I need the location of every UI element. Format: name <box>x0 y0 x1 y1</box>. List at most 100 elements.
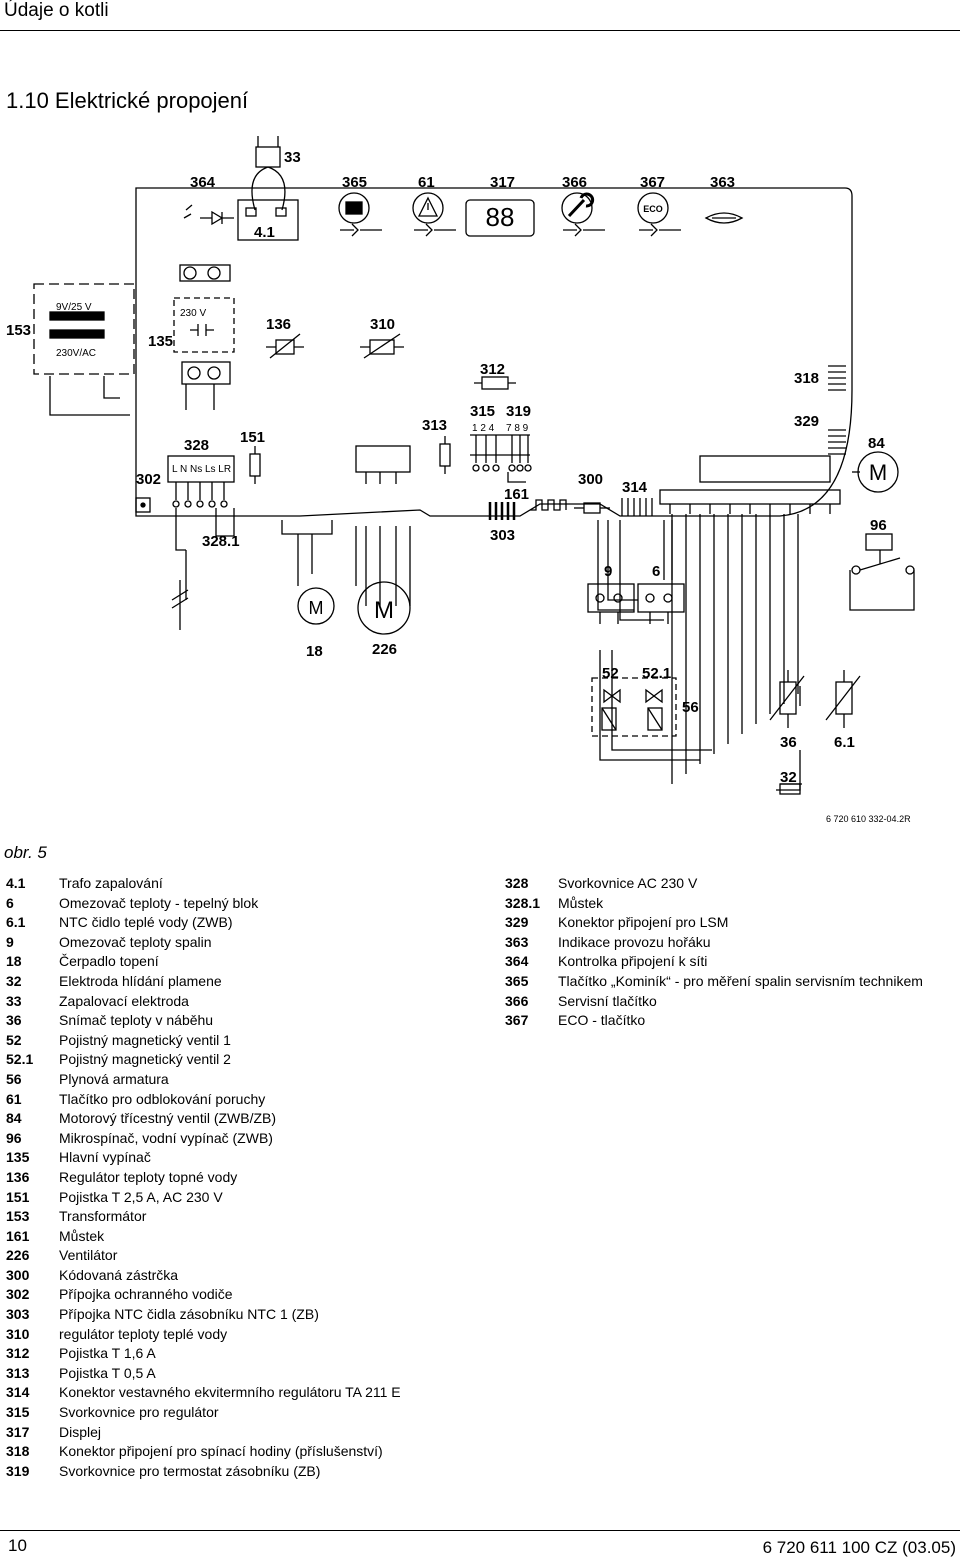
heat-block-limiter-6 <box>637 583 685 624</box>
legend-item: 33 Zapalovací elektroda <box>6 992 476 1012</box>
legend-item-text: Svorkovnice pro regulátor <box>59 1404 219 1421</box>
legend-item-number: 33 <box>6 992 22 1009</box>
legend-item-number: 56 <box>6 1070 22 1087</box>
flue-limiter-9 <box>587 583 635 624</box>
legend-item-text: Konektor připojení pro spínací hodiny (p… <box>59 1443 383 1460</box>
legend-item-number: 135 <box>6 1149 30 1166</box>
display-icon: 88 <box>465 199 535 237</box>
legend-item-text: Můstek <box>59 1227 105 1244</box>
svg-text:88: 88 <box>486 202 515 232</box>
legend-item-number: 366 <box>505 992 529 1009</box>
burner-indicator-icon <box>704 212 744 224</box>
legend-item-text: Regulátor teploty topné vody <box>59 1168 238 1185</box>
legend-item-text: Tlačítko pro odblokování poruchy <box>59 1090 266 1107</box>
fuse-313 <box>439 436 451 474</box>
service-button-icon <box>561 192 605 237</box>
main-connector-strip <box>659 455 841 514</box>
legend-item-text: Přípojka ochranného vodiče <box>59 1286 233 1303</box>
legend-item-number: 328 <box>505 875 529 891</box>
figure-label: obr. 5 <box>4 843 47 862</box>
earth-terminal-302 <box>135 497 151 513</box>
legend-item-text: Servisní tlačítko <box>558 992 657 1009</box>
lbl-56: 56 <box>682 699 699 716</box>
legend-item-text: NTC čidlo teplé vody (ZWB) <box>59 914 233 931</box>
fan-connector <box>355 445 411 484</box>
connector-318 <box>828 365 846 391</box>
lbl-52: 52 <box>602 665 619 682</box>
lbl-312: 312 <box>480 361 505 378</box>
drawing-code: 6 720 610 332-04.2R <box>826 814 911 824</box>
pump-motor-18: M <box>297 587 335 625</box>
legend-item-number: 136 <box>6 1168 30 1185</box>
eco-button-icon: ECO <box>637 192 681 237</box>
legend-item-number: 365 <box>505 972 529 989</box>
legend-item-text: Pojistka T 1,6 A <box>59 1345 156 1362</box>
legend-item-number: 302 <box>6 1286 30 1303</box>
ntc-connector-303 <box>488 499 567 520</box>
legend-item-number: 52 <box>6 1031 22 1048</box>
lbl-318: 318 <box>794 370 819 387</box>
legend-item-text: Tlačítko „Kominík“ - pro měření spalin s… <box>558 972 923 989</box>
lbl-313: 313 <box>422 417 447 434</box>
lbl-153: 153 <box>6 322 31 339</box>
legend-item-text: Pojistný magnetický ventil 1 <box>59 1031 231 1048</box>
lbl-363: 363 <box>710 174 735 191</box>
lbl-96: 96 <box>870 517 887 534</box>
legend-item-text: Indikace provozu hořáku <box>558 933 711 950</box>
legend-item-text: Pojistka T 2,5 A, AC 230 V <box>59 1188 223 1205</box>
legend-item-text: regulátor teploty teplé vody <box>59 1325 228 1342</box>
wiring-diagram: 88 ECO <box>6 136 915 795</box>
flow-sensor-36 <box>769 670 805 728</box>
pump-18-label: M <box>309 598 324 618</box>
page-header-title: Údaje o kotli <box>4 0 109 21</box>
legend-item-number: 367 <box>505 1012 529 1029</box>
lbl-6-1: 6.1 <box>834 734 855 751</box>
legend-item-number: 312 <box>6 1345 30 1362</box>
document-code: 6 720 611 100 CZ (03.05) <box>762 1538 956 1557</box>
lbl-328-terms: L N Ns Ls LR <box>172 464 231 475</box>
lbl-317: 317 <box>490 174 515 191</box>
legend-item-text: Hlavní vypínač <box>59 1149 151 1166</box>
lbl-6: 6 <box>652 563 660 580</box>
lbl-315-terms: 1 2 4 <box>472 423 495 434</box>
lbl-315: 315 <box>470 403 495 420</box>
legend-item-text: Snímač teploty v náběhu <box>59 1012 214 1029</box>
legend-item-number: 319 <box>6 1462 30 1479</box>
legend-item: 366 Servisní tlačítko <box>505 992 925 1012</box>
flame-electrode-32 <box>779 783 801 795</box>
mains-indicator-led-icon <box>183 204 234 226</box>
transformer-153 <box>33 283 135 416</box>
legend-item-text: Svorkovnice pro termostat zásobníku (ZB) <box>59 1462 321 1479</box>
legend-item-text: Trafo zapalování <box>59 875 163 891</box>
lbl-135: 135 <box>148 333 173 350</box>
motor-84-label: M <box>869 460 887 485</box>
lbl-33: 33 <box>284 149 301 166</box>
legend-item: 319 Svorkovnice pro termostat zásobníku (… <box>6 1462 476 1482</box>
lbl-319: 319 <box>506 403 531 420</box>
legend-item-number: 303 <box>6 1306 30 1323</box>
terminal-block-328 <box>167 455 235 508</box>
terminal-315-319 <box>470 434 532 483</box>
lbl-365: 365 <box>342 174 367 191</box>
legend-item-text: Pojistka T 0,5 A <box>59 1364 156 1381</box>
legend-item-text: Elektroda hlídání plamene <box>59 972 222 989</box>
legend-item-text: Omezovač teploty spalin <box>59 933 212 950</box>
page-number: 10 <box>8 1536 27 1555</box>
connector-314 <box>621 498 653 516</box>
fuse-312 <box>474 376 516 390</box>
lbl-226: 226 <box>372 641 397 658</box>
legend-item-text: Konektor připojení pro LSM <box>558 914 729 931</box>
legend-item-number: 317 <box>6 1423 30 1440</box>
legend-item: 136 Regulátor teploty topné vody <box>6 1168 476 1188</box>
legend-item-number: 6.1 <box>6 914 26 931</box>
legend-item-text: Zapalovací elektroda <box>59 992 189 1009</box>
